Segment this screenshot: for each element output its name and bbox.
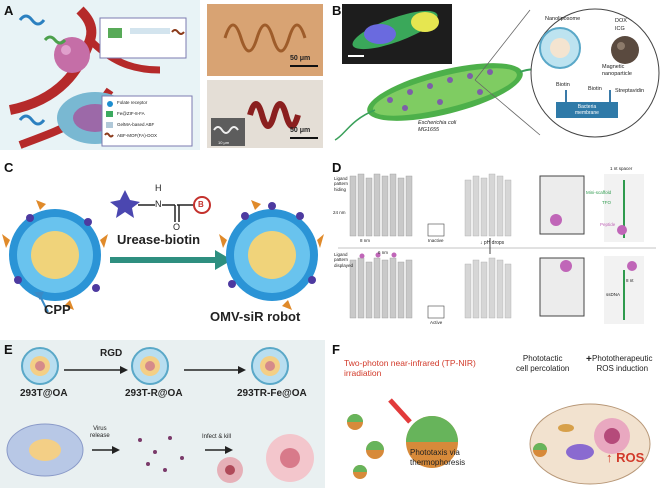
panel-e-illustration bbox=[0, 340, 325, 488]
nt8-label: 8 nt bbox=[626, 278, 634, 283]
e-label-293tr-fe-oa: 293TR-Fe@OA bbox=[237, 388, 307, 399]
width-label: 8 nm bbox=[360, 238, 371, 243]
legend-gelma: GelMA-based ABF bbox=[117, 122, 155, 127]
panel-f: F Two-photon near-infrared (TP-NIR) irra… bbox=[330, 340, 660, 488]
panel-c-illustration bbox=[2, 190, 324, 313]
panel-e: E 293T@OA RGD 293T-R@OA 293TR-Fe@OA V bbox=[0, 340, 325, 488]
ph-label: ↓ pH drops bbox=[480, 240, 505, 246]
ssdna-label: ssDNA bbox=[606, 292, 621, 297]
legend-folate: Folate receptor bbox=[117, 100, 148, 105]
legend-fe-zif: Fe@ZIF-8-FA bbox=[117, 111, 145, 116]
formula-n: N bbox=[155, 199, 162, 209]
panel-f-illustration bbox=[347, 398, 651, 485]
urease-label: Urease-biotin bbox=[117, 232, 201, 247]
small-nm-label: 6 nm bbox=[378, 250, 389, 255]
panel-c-label: C bbox=[4, 160, 14, 175]
hiding-label: Ligand pattern hiding bbox=[334, 176, 349, 192]
displayed-label: Ligand pattern displayed bbox=[334, 252, 354, 268]
legend-abf-mof: ABF-MOF(FA)-DOX bbox=[117, 133, 157, 138]
cpp-label: CPP bbox=[44, 302, 71, 317]
percolation-label: Phototactic cell percolation bbox=[516, 354, 570, 373]
membrane-label: Bacteria membrane bbox=[575, 104, 599, 116]
ros-label: ↑ ROS bbox=[606, 450, 645, 465]
panel-b-illustration bbox=[334, 4, 660, 141]
panel-c: C bbox=[0, 160, 325, 330]
formula-b: B bbox=[198, 200, 204, 209]
bacterium-label: Escherichia coli MG1655 bbox=[418, 120, 457, 133]
spacer-label: 1 nt spacer bbox=[610, 166, 633, 171]
active-label: Active bbox=[430, 320, 443, 325]
length-label: 24 nm bbox=[333, 210, 346, 215]
formula-o: O bbox=[173, 222, 181, 232]
e-label-293t-r-oa: 293T-R@OA bbox=[125, 388, 183, 399]
icg-label: ICG bbox=[615, 26, 625, 32]
ros-induction-label: Phototherapeutic ROS induction bbox=[592, 354, 653, 373]
tpnir-label: Two-photon near-infrared (TP-NIR) irradi… bbox=[344, 358, 476, 379]
nanoliposome-label: Nanoliposome bbox=[545, 16, 581, 22]
tfo-label: TFO bbox=[602, 200, 611, 205]
phototaxis-label: Phototaxis via thermophoresis bbox=[410, 448, 466, 467]
scalebar-top-label: 50 μm bbox=[290, 55, 311, 62]
e-label-293t-oa: 293T@OA bbox=[20, 388, 68, 399]
panel-d-label: D bbox=[332, 160, 342, 175]
panel-e-label: E bbox=[4, 342, 13, 357]
formula-h: H bbox=[155, 183, 162, 193]
scalebar-bottom-label: 50 μm bbox=[290, 127, 311, 134]
magnetic-label: Magnetic nanoparticle bbox=[602, 64, 632, 77]
panel-a: A Folate receptor bbox=[0, 0, 325, 150]
panel-b: B Escherichia coli MG1655 Nanoliposome D… bbox=[330, 0, 660, 150]
dox-label: DOX bbox=[615, 18, 627, 24]
biotin-right-label: Biotin bbox=[588, 86, 602, 92]
panel-d-illustration bbox=[338, 173, 656, 324]
plus-label: + bbox=[586, 354, 592, 365]
inset-scale-label: 10 μm bbox=[218, 140, 230, 145]
panel-a-illustration bbox=[0, 0, 323, 150]
inactive-label: Inactive bbox=[428, 238, 444, 243]
panel-a-label: A bbox=[4, 3, 14, 18]
robot-label: OMV-siR robot bbox=[210, 309, 301, 324]
panel-d: D bbox=[330, 160, 660, 330]
biotin-left-label: Biotin bbox=[556, 82, 570, 88]
e-label-infect: Infect & kill bbox=[202, 434, 232, 440]
e-label-virus: Virus release bbox=[90, 426, 110, 440]
streptavidin-label: Streptavidin bbox=[615, 88, 645, 94]
panel-f-label: F bbox=[332, 342, 340, 357]
e-label-rgd: RGD bbox=[100, 348, 123, 359]
peptide-label: Peptide bbox=[600, 222, 616, 227]
panel-b-label: B bbox=[332, 3, 342, 18]
mini-label: Mini-scaffold bbox=[586, 190, 612, 195]
